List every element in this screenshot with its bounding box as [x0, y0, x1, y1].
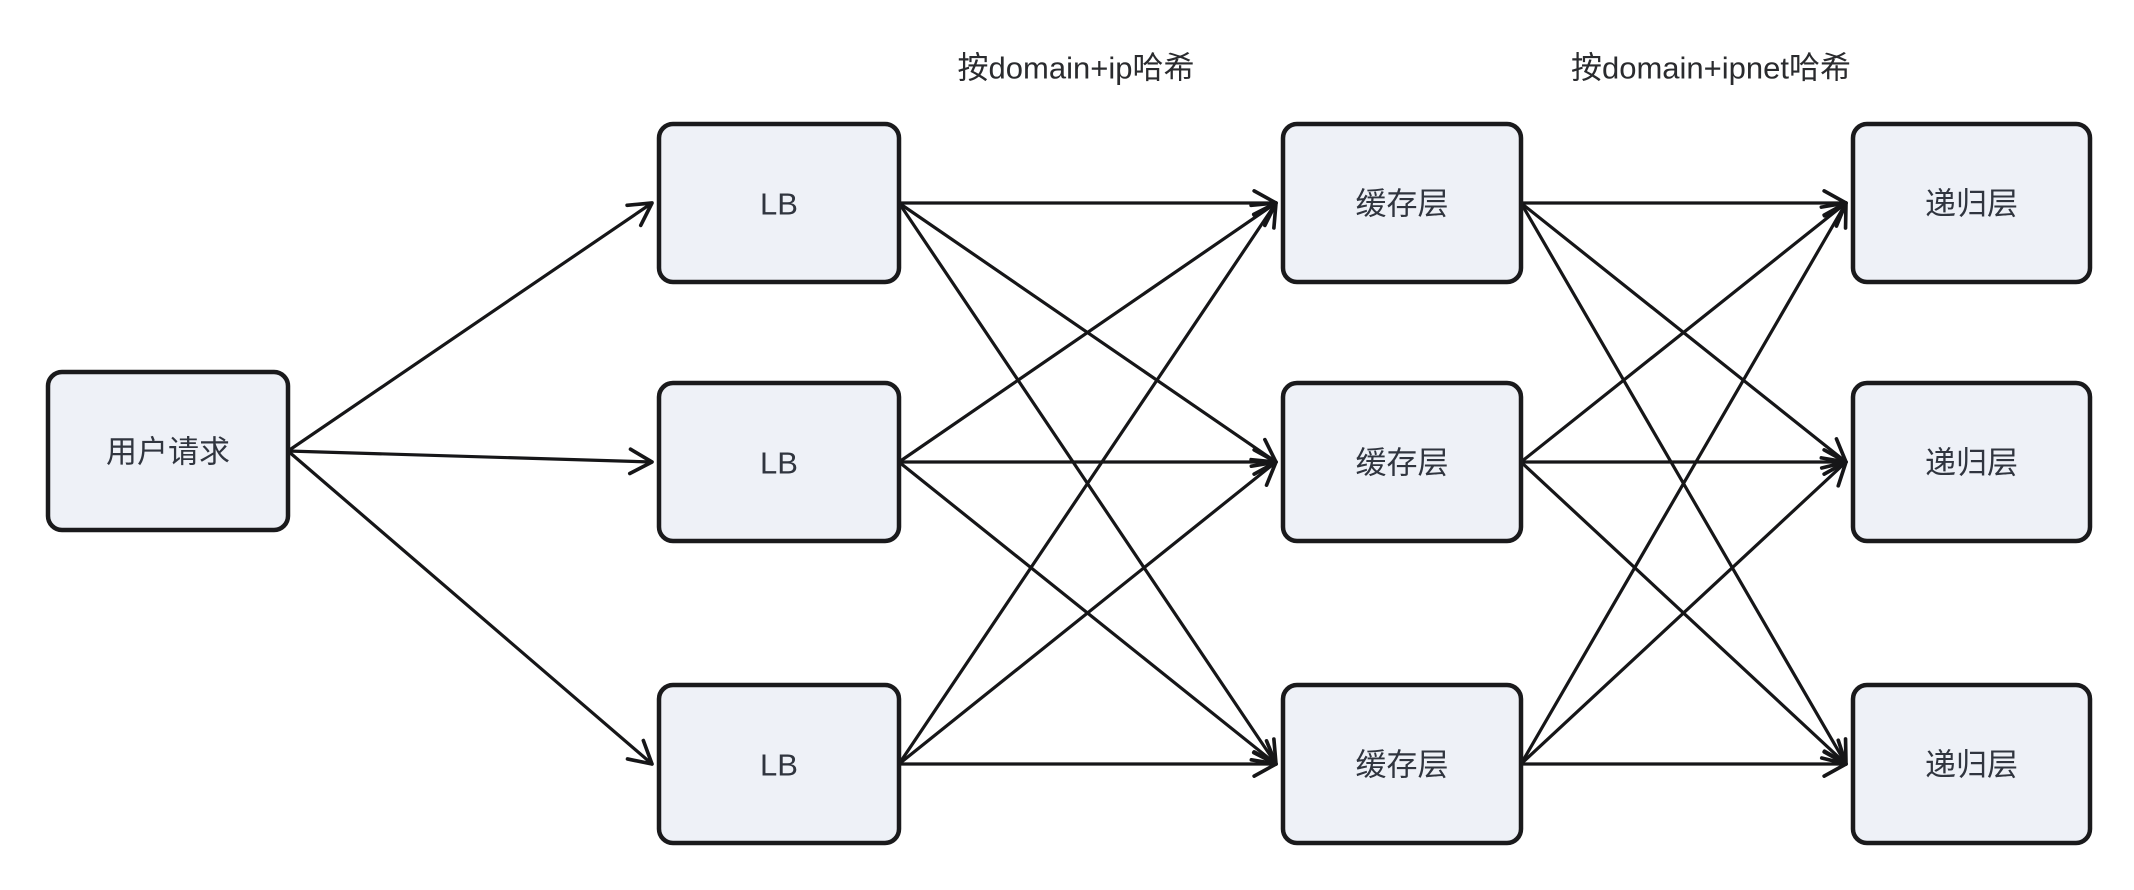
node-lb-3-box — [656, 682, 902, 846]
edge-cache-3-to-rec-2 — [1519, 460, 1848, 766]
node-cache-1-label: 缓存层 — [1356, 187, 1449, 222]
node-cache-3-box — [1280, 682, 1524, 846]
annotation-layer: 按domain+ip哈希 按domain+ipnet哈希 — [958, 51, 1851, 86]
node-cache-1: 缓存层 — [1280, 121, 1524, 285]
node-lb-3: LB — [656, 682, 902, 846]
node-rec-1-box — [1850, 121, 2093, 285]
node-lb-3-label: LB — [760, 748, 798, 783]
annotation-hash-domain-ip: 按domain+ip哈希 — [958, 51, 1195, 86]
edge-lb-3-to-cache-1 — [897, 201, 1278, 766]
node-user: 用户请求 — [45, 369, 291, 533]
node-rec-2-box — [1850, 380, 2093, 544]
node-cache-3: 缓存层 — [1280, 682, 1524, 846]
annotation-hash-domain-ipnet: 按domain+ipnet哈希 — [1571, 51, 1851, 86]
edge-user-to-lb-3 — [286, 449, 654, 766]
edge-lb-3-to-cache-2 — [897, 460, 1278, 766]
node-lb-1-label: LB — [760, 187, 798, 222]
node-user-box — [45, 369, 291, 533]
node-lb-2-box — [656, 380, 902, 544]
node-cache-2: 缓存层 — [1280, 380, 1524, 544]
node-cache-2-label: 缓存层 — [1356, 446, 1449, 481]
node-lb-1: LB — [656, 121, 902, 285]
node-rec-2-label: 递归层 — [1925, 446, 2018, 481]
edge-lb-2-to-cache-1 — [897, 201, 1278, 464]
node-cache-2-box — [1280, 380, 1524, 544]
node-cache-1-box — [1280, 121, 1524, 285]
edge-cache-3-to-rec-1 — [1519, 201, 1848, 766]
node-rec-1: 递归层 — [1850, 121, 2093, 285]
edge-user-to-lb-1 — [286, 201, 654, 453]
node-rec-3-box — [1850, 682, 2093, 846]
edge-user-to-lb-2 — [286, 447, 654, 476]
edge-layer — [286, 189, 1848, 778]
node-lb-2-label: LB — [760, 446, 798, 481]
node-user-label: 用户请求 — [106, 435, 230, 470]
node-rec-2: 递归层 — [1850, 380, 2093, 544]
node-rec-3: 递归层 — [1850, 682, 2093, 846]
node-lb-1-box — [656, 121, 902, 285]
node-lb-2: LB — [656, 380, 902, 544]
node-rec-3-label: 递归层 — [1925, 748, 2018, 783]
edge-cache-2-to-rec-1 — [1519, 201, 1848, 464]
node-cache-3-label: 缓存层 — [1356, 748, 1449, 783]
node-rec-1-label: 递归层 — [1925, 187, 2018, 222]
